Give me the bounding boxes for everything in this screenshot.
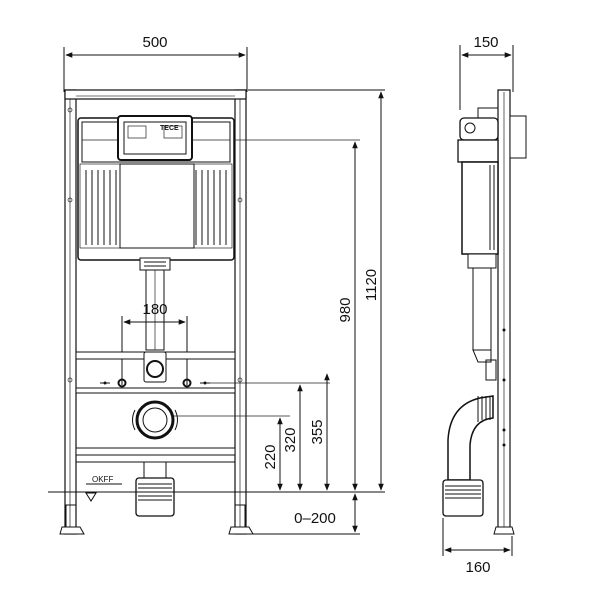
dim-label-adjust-range: 0–200 (294, 510, 336, 527)
dim-label-height-total: 1120 (363, 269, 380, 301)
dimension-fixing-spacing: 180 (121, 301, 188, 385)
dimension-front-width: 500 (63, 34, 248, 92)
outlet-connector (135, 461, 175, 517)
vertical-dimensions: 1120 980 355 320 220 0–200 (248, 89, 385, 533)
dim-label-320: 320 (282, 427, 299, 452)
dim-label-height-frame: 980 (337, 297, 354, 322)
dim-label-220: 220 (262, 444, 279, 469)
okff-floor-marker: OKFF (48, 475, 385, 502)
side-view: 150 (442, 34, 527, 576)
dim-label-fixing-spacing: 180 (142, 301, 167, 318)
flush-pipe (139, 257, 171, 351)
frame-feet (59, 504, 254, 535)
dim-label-side-top: 150 (473, 34, 498, 51)
dim-label-side-bottom: 160 (465, 559, 490, 576)
dim-label-front-width: 500 (142, 34, 167, 51)
bottom-crossbar (75, 447, 236, 463)
drain-outlet (132, 400, 290, 440)
front-view: 500 (48, 34, 385, 535)
okff-label: OKFF (92, 475, 113, 484)
mid-crossbar (75, 351, 330, 394)
cistern: TECE (77, 115, 360, 261)
brand-logo: TECE (160, 125, 179, 132)
dim-label-355: 355 (309, 419, 326, 444)
